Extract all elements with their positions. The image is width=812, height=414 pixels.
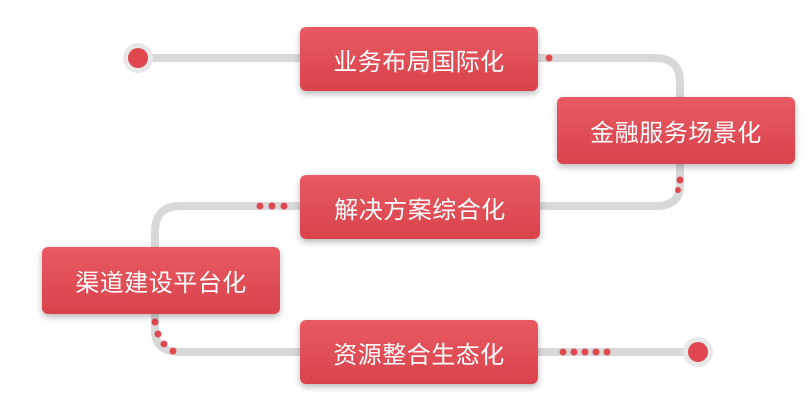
stage-box-2: 金融服务场景化	[557, 97, 795, 164]
stage-box-5: 资源整合生态化	[300, 320, 538, 384]
accent-dot	[280, 202, 288, 210]
connector-track	[151, 310, 304, 356]
accent-dot	[160, 340, 168, 348]
accent-dot	[256, 202, 264, 210]
stage-box-1: 业务布局国际化	[300, 27, 538, 91]
connector-track	[151, 202, 304, 251]
stage-label: 业务布局国际化	[333, 47, 505, 76]
stage-label: 解决方案综合化	[334, 195, 506, 224]
accent-dot	[592, 348, 600, 356]
stage-box-4: 渠道建设平台化	[42, 247, 280, 314]
accent-dot	[169, 347, 177, 355]
accent-dot	[151, 318, 159, 326]
accent-dot	[603, 348, 611, 356]
stage-label: 资源整合生态化	[333, 340, 505, 369]
stage-label: 渠道建设平台化	[75, 269, 247, 297]
start-node-core	[128, 48, 148, 68]
end-node-core	[688, 342, 708, 362]
accent-dot	[570, 348, 578, 356]
stage-box-3: 解决方案综合化	[300, 175, 540, 239]
accent-dot	[675, 187, 681, 193]
accent-dot	[559, 348, 567, 356]
accent-dot	[154, 330, 162, 338]
accent-dot	[581, 348, 589, 356]
connector-track	[534, 54, 684, 101]
stage-label: 金融服务场景化	[590, 119, 762, 147]
connector-track	[536, 160, 684, 210]
accent-dot	[268, 202, 276, 210]
accent-dot	[545, 54, 553, 62]
accent-dot	[676, 176, 684, 184]
